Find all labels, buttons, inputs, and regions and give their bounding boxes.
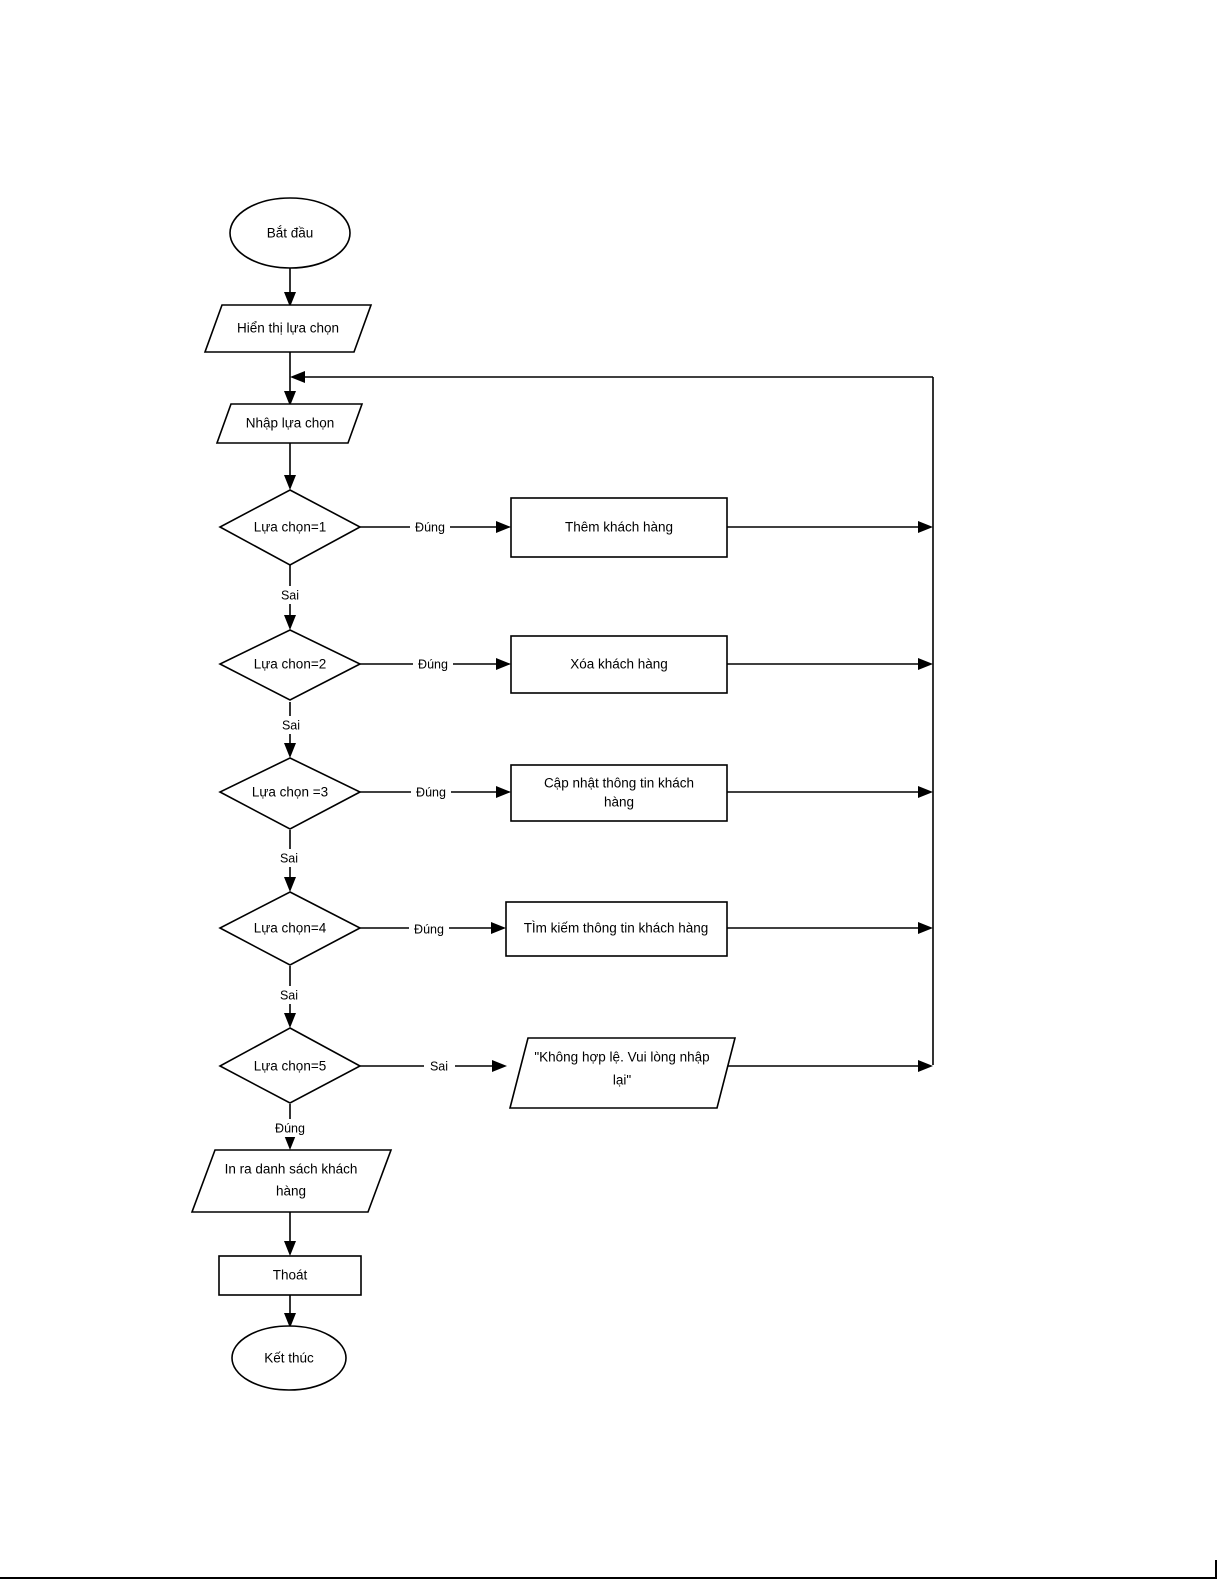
connector-p2-to-rail [727, 658, 933, 670]
node-decision-choice-1[interactable]: Lựa chọn=1 [218, 489, 362, 566]
node-process-search-customer-label: TÌm kiếm thông tin khách hàng [524, 921, 709, 936]
edge-label-d2-true-text: Đúng [418, 657, 448, 671]
edge-label-d5-false: Sai [424, 1057, 455, 1075]
node-decision-choice-5[interactable]: Lựa chọn=5 [218, 1027, 362, 1104]
node-decision-choice-3[interactable]: Lựa chọn =3 [218, 757, 362, 830]
node-print-customer-list[interactable]: In ra danh sách khách hàng [190, 1149, 393, 1213]
edge-label-d3-false: Sai [274, 849, 305, 867]
edge-label-d3-true-text: Đúng [416, 785, 446, 799]
edge-label-d4-true-text: Đúng [414, 922, 444, 936]
connector-print-to-exit [284, 1212, 296, 1256]
connector-p1-to-rail [727, 521, 933, 533]
node-end-label: Kết thúc [264, 1351, 314, 1366]
edge-label-d5-false-text: Sai [430, 1059, 448, 1073]
node-process-update-customer-label-line1: Cập nhật thông tin khách [544, 776, 694, 791]
node-decision-choice-4[interactable]: Lựa chọn=4 [218, 891, 362, 966]
edge-label-d1-false-text: Sai [281, 588, 299, 602]
connector-start-to-display [284, 268, 296, 307]
node-end[interactable]: Kết thúc [231, 1325, 347, 1391]
edge-label-d1-true-text: Đúng [415, 520, 445, 534]
edge-label-d5-true-text: Đúng [275, 1121, 305, 1135]
edge-label-d2-false: Sai [276, 716, 307, 734]
connector-p5-to-rail [725, 1060, 933, 1072]
node-start-label: Bắt đầu [267, 226, 314, 241]
edge-label-d3-true: Đúng [411, 783, 451, 801]
node-display-options[interactable]: Hiển thị lựa chọn [203, 304, 373, 353]
edge-label-d5-true: Đúng [268, 1119, 312, 1137]
connector-loop-return [290, 371, 933, 383]
node-decision-choice-3-label: Lựa chọn =3 [252, 785, 328, 800]
node-print-customer-list-line2: hàng [276, 1184, 306, 1199]
node-input-choice[interactable]: Nhập lựa chọn [215, 403, 364, 444]
node-process-add-customer-label: Thêm khách hàng [565, 520, 673, 535]
connector-p3-to-rail [727, 786, 933, 798]
edge-label-d2-true: Đúng [413, 655, 453, 673]
connector-p4-to-rail [727, 922, 933, 934]
node-process-update-customer[interactable]: Cập nhật thông tin khách hàng [510, 764, 728, 822]
connector-display-to-input [284, 352, 296, 406]
edge-label-d4-false-text: Sai [280, 988, 298, 1002]
connector-exit-to-end [284, 1295, 296, 1328]
node-exit-label: Thoát [273, 1268, 308, 1283]
node-process-delete-customer[interactable]: Xóa khách hàng [510, 635, 728, 694]
edge-label-d1-true: Đúng [410, 518, 450, 536]
node-decision-choice-2[interactable]: Lựa chon=2 [218, 629, 362, 701]
node-decision-choice-4-label: Lựa chọn=4 [254, 921, 327, 936]
edge-label-d3-false-text: Sai [280, 851, 298, 865]
node-display-options-label: Hiển thị lựa chọn [237, 321, 339, 336]
edge-label-d4-true: Đúng [409, 920, 449, 938]
node-decision-choice-1-label: Lựa chọn=1 [254, 520, 326, 535]
node-process-delete-customer-label: Xóa khách hàng [570, 657, 668, 672]
edge-label-d4-false: Sai [274, 986, 305, 1004]
node-input-choice-label: Nhập lựa chọn [246, 416, 335, 431]
node-process-add-customer[interactable]: Thêm khách hàng [510, 497, 728, 558]
node-output-invalid-message-line2: lại" [613, 1073, 632, 1088]
node-process-update-customer-label-line2: hàng [604, 795, 634, 810]
node-exit[interactable]: Thoát [218, 1255, 362, 1296]
node-output-invalid-message-line1: "Không hợp lệ. Vui lòng nhập [534, 1050, 709, 1065]
edge-label-d2-false-text: Sai [282, 718, 300, 732]
node-process-search-customer[interactable]: TÌm kiếm thông tin khách hàng [505, 901, 728, 957]
edge-label-d1-false: Sai [274, 586, 305, 604]
node-start[interactable]: Bắt đầu [229, 197, 351, 269]
node-print-customer-list-line1: In ra danh sách khách [225, 1162, 358, 1177]
node-output-invalid-message[interactable]: "Không hợp lệ. Vui lòng nhập lại" [508, 1037, 737, 1109]
node-decision-choice-2-label: Lựa chon=2 [254, 657, 326, 672]
connector-input-to-d1 [284, 443, 296, 490]
node-decision-choice-5-label: Lựa chọn=5 [254, 1059, 326, 1074]
